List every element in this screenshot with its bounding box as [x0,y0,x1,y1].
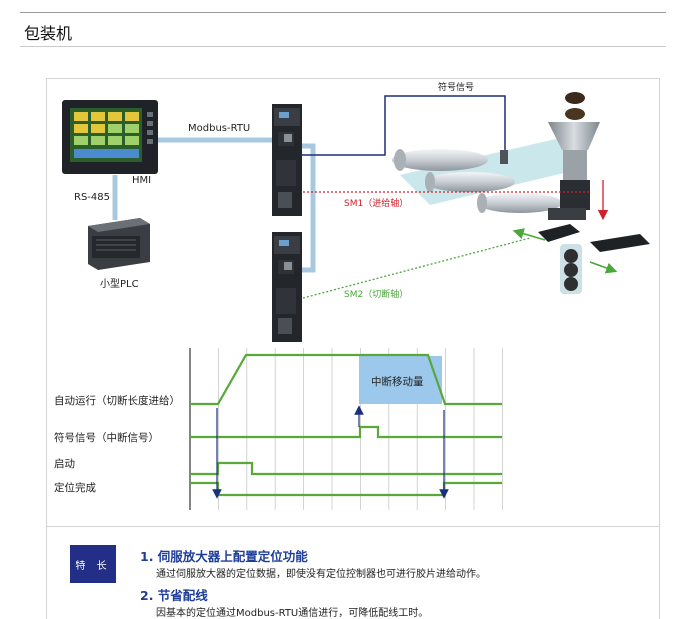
signal-label-positioning-complete: 定位完成 [54,481,96,494]
page-title: 包装机 [24,24,73,43]
trace-symbol-signal [190,425,502,439]
interrupt-label: 中断移动量 [371,375,424,388]
symbol-signal-line [300,95,506,156]
servo-amplifier-2 [272,232,302,342]
cable-servo-chain [292,143,316,273]
sm2-label: SM2（切断轴） [344,288,408,300]
trace-auto-run [190,353,502,406]
symbol-signal-label: 符号信号 [438,81,474,93]
sm1-label: SM1（进给轴） [344,197,408,209]
top-rule [20,12,666,13]
frame-divider [46,526,660,527]
interrupt-highlight [359,356,442,404]
features-badge: 特 长 [70,545,116,583]
sm2-axis-line [302,228,618,299]
rs485-label: RS-485 [74,192,110,203]
sm1-axis-line [303,180,609,221]
plc-label: 小型PLC [100,277,139,290]
trace-start [190,461,502,476]
trace-positioning-complete [190,481,502,497]
product-bag [560,244,582,294]
hmi-label: HMI [132,175,151,186]
signal-label-auto-run: 自动运行（切断长度进给） [54,394,180,407]
feature-2-title: 2. 节省配线 [140,588,208,603]
timing-traces [190,353,502,497]
timing-signal-labels: 自动运行（切断长度进给） 符号信号（中断信号） 启动 定位完成 [54,394,180,494]
feature-1-title: 1. 伺服放大器上配置定位功能 [140,549,308,564]
modbus-label: Modbus-RTU [188,123,250,134]
signal-label-symbol: 符号信号（中断信号） [54,431,159,444]
servo-amplifier-1 [272,104,302,216]
feature-2-desc: 因基本的定位通过Modbus-RTU通信进行，可降低配线工时。 [156,608,429,619]
film-feeder-machine [392,92,650,294]
feature-1-desc: 通过伺服放大器的定位数据，即使没有定位控制器也可进行胶片进给动作。 [156,569,486,580]
title-rule [20,46,666,47]
timing-arrows [212,405,449,499]
content-frame [46,78,660,619]
hmi-device [62,100,158,174]
plc-device [88,218,150,270]
signal-label-start: 启动 [54,457,75,470]
